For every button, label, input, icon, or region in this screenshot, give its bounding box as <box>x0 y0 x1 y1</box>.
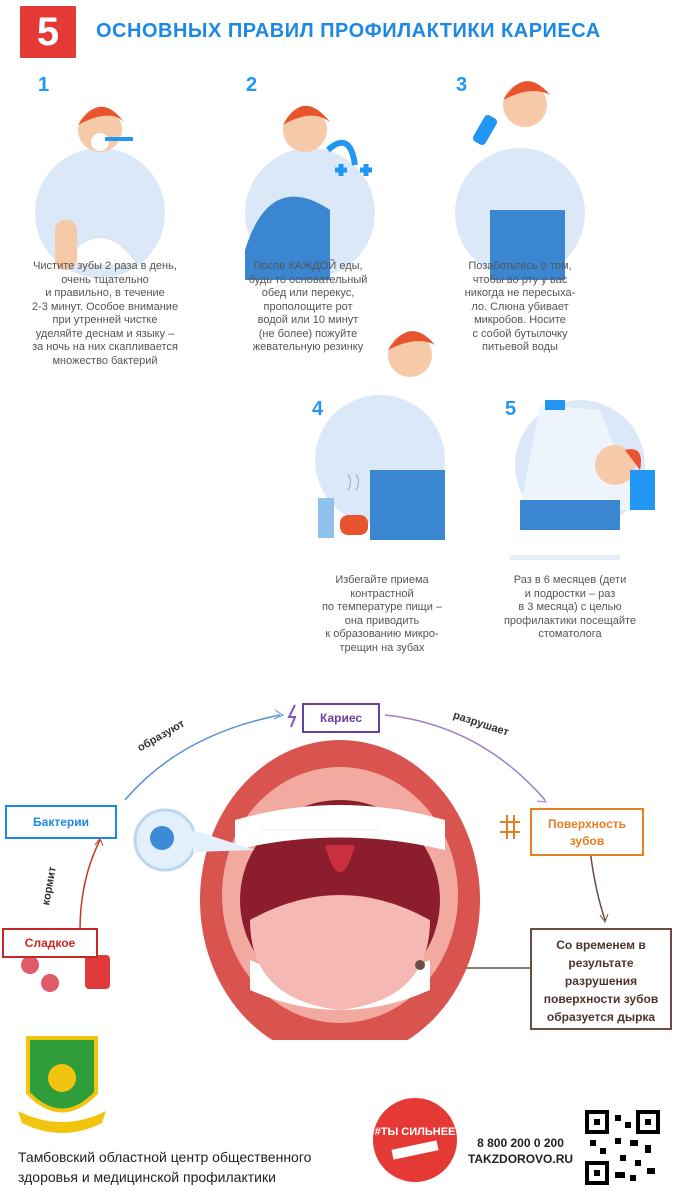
bacteria-box: Бактерии <box>5 805 117 839</box>
campaign-logo-text: #ТЫ СИЛЬНЕЕ <box>375 1126 456 1138</box>
campaign-logo: #ТЫ СИЛЬНЕЕ <box>373 1098 457 1182</box>
hotline-phone: 8 800 200 0 200 <box>477 1136 564 1150</box>
organization-emblem <box>18 1036 106 1133</box>
dentist-illustration <box>510 400 655 560</box>
rules-illustrations <box>35 81 655 560</box>
rule-3-text: Позаботьтесь о том, чтобы во рту у вас н… <box>464 260 576 353</box>
surface-box: Поверхность зубов <box>530 808 644 856</box>
rule-3-number: 3 <box>456 74 468 96</box>
drinking-illustration <box>455 81 585 280</box>
rinsing-illustration <box>245 105 375 280</box>
organization-name: Тамбовский областной центр общественного… <box>18 1149 312 1185</box>
rule-4-number: 4 <box>312 398 324 420</box>
rule-2-number: 2 <box>246 74 258 96</box>
rule-1-text: Чистите зубы 2 раза в день, очень тщател… <box>31 260 179 367</box>
food-illustration <box>315 331 445 540</box>
rule-1-number: 1 <box>38 74 50 96</box>
lightning-icon <box>287 704 297 728</box>
sweet-box: Сладкое <box>2 928 98 958</box>
rule-5-number: 5 <box>505 398 517 420</box>
mouth-diagram <box>21 704 609 1040</box>
qr-code <box>585 1110 660 1185</box>
caries-box: Кариес <box>302 703 380 733</box>
rule-4-text: Избегайте приема контрастной по температ… <box>321 574 443 654</box>
rule-count-badge: 5 <box>20 6 76 58</box>
website: TAKZDOROVO.RU <box>467 1152 574 1166</box>
rule-5-text: Раз в 6 месяцев (дети и подростки – раз … <box>503 574 637 640</box>
result-box: Со временем в результате разрушения пове… <box>530 928 672 1030</box>
brushing-illustration <box>35 106 165 278</box>
hash-icon <box>500 815 520 839</box>
rule-2-text: После КАЖДОЙ еды, будь то основательный … <box>248 260 368 353</box>
page-title: ОСНОВНЫХ ПРАВИЛ ПРОФИЛАКТИКИ КАРИЕСА <box>96 20 601 42</box>
